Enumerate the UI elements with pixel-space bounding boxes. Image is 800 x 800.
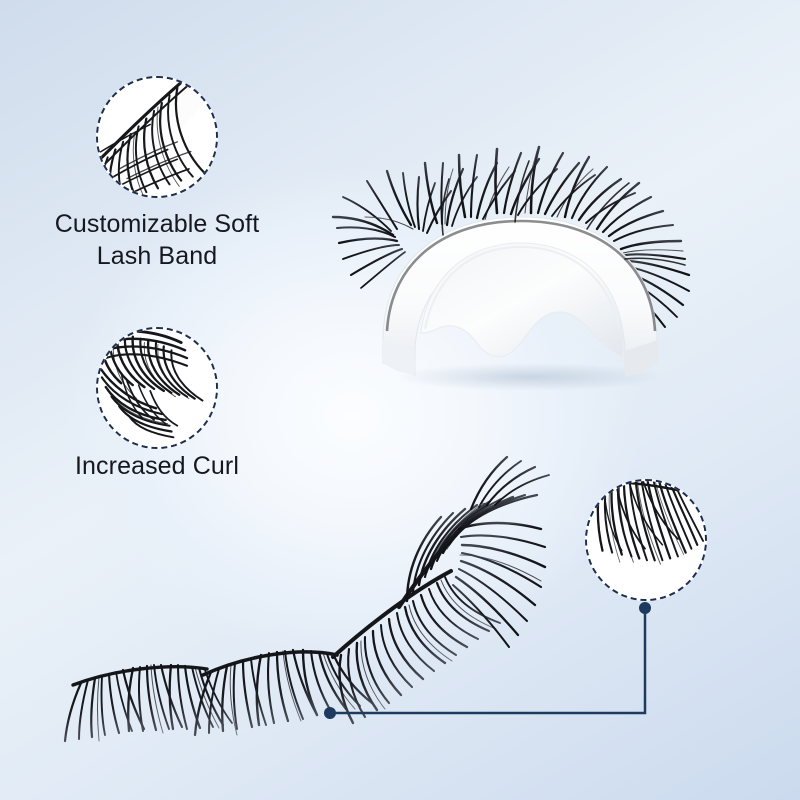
holder-right-foot: [625, 340, 657, 377]
callout-increased-curl-image: [98, 329, 216, 447]
connector-dot-callout: [639, 602, 651, 614]
callout-circle-tapered-tips: [585, 479, 707, 601]
tapered-tips-zoom-art: [587, 481, 705, 599]
holder-left-foot: [383, 340, 415, 375]
callout-circle-increased-curl: [96, 327, 218, 449]
callout-label-soft-band: Customizable Soft Lash Band: [54, 210, 260, 270]
increased-curl-zoom-art: [98, 329, 216, 447]
lash-on-holder-illustration: [325, 125, 715, 405]
holder-contour: [424, 245, 620, 330]
holder-shadow: [395, 363, 665, 391]
lash-segment-2: [193, 648, 374, 737]
callout-tapered-tips-image: [587, 481, 705, 599]
callout-label-increased-curl: Increased Curl: [75, 452, 239, 480]
lash-display-holder: [382, 216, 658, 377]
lash-segment-4: [396, 455, 550, 648]
lash-on-holder-svg: [331, 145, 691, 391]
lash-fibers-top: [331, 145, 691, 328]
lash-segment-1: [63, 663, 233, 743]
callout-circle-soft-band: [96, 76, 218, 198]
lash-fibers-front: [441, 160, 686, 266]
holder-face-plate: [420, 242, 624, 358]
callout-soft-band-image: [98, 78, 216, 196]
soft-band-zoom-art: [98, 78, 216, 196]
lash-band-strip: [385, 219, 657, 332]
lash-segment-3: [331, 569, 501, 725]
